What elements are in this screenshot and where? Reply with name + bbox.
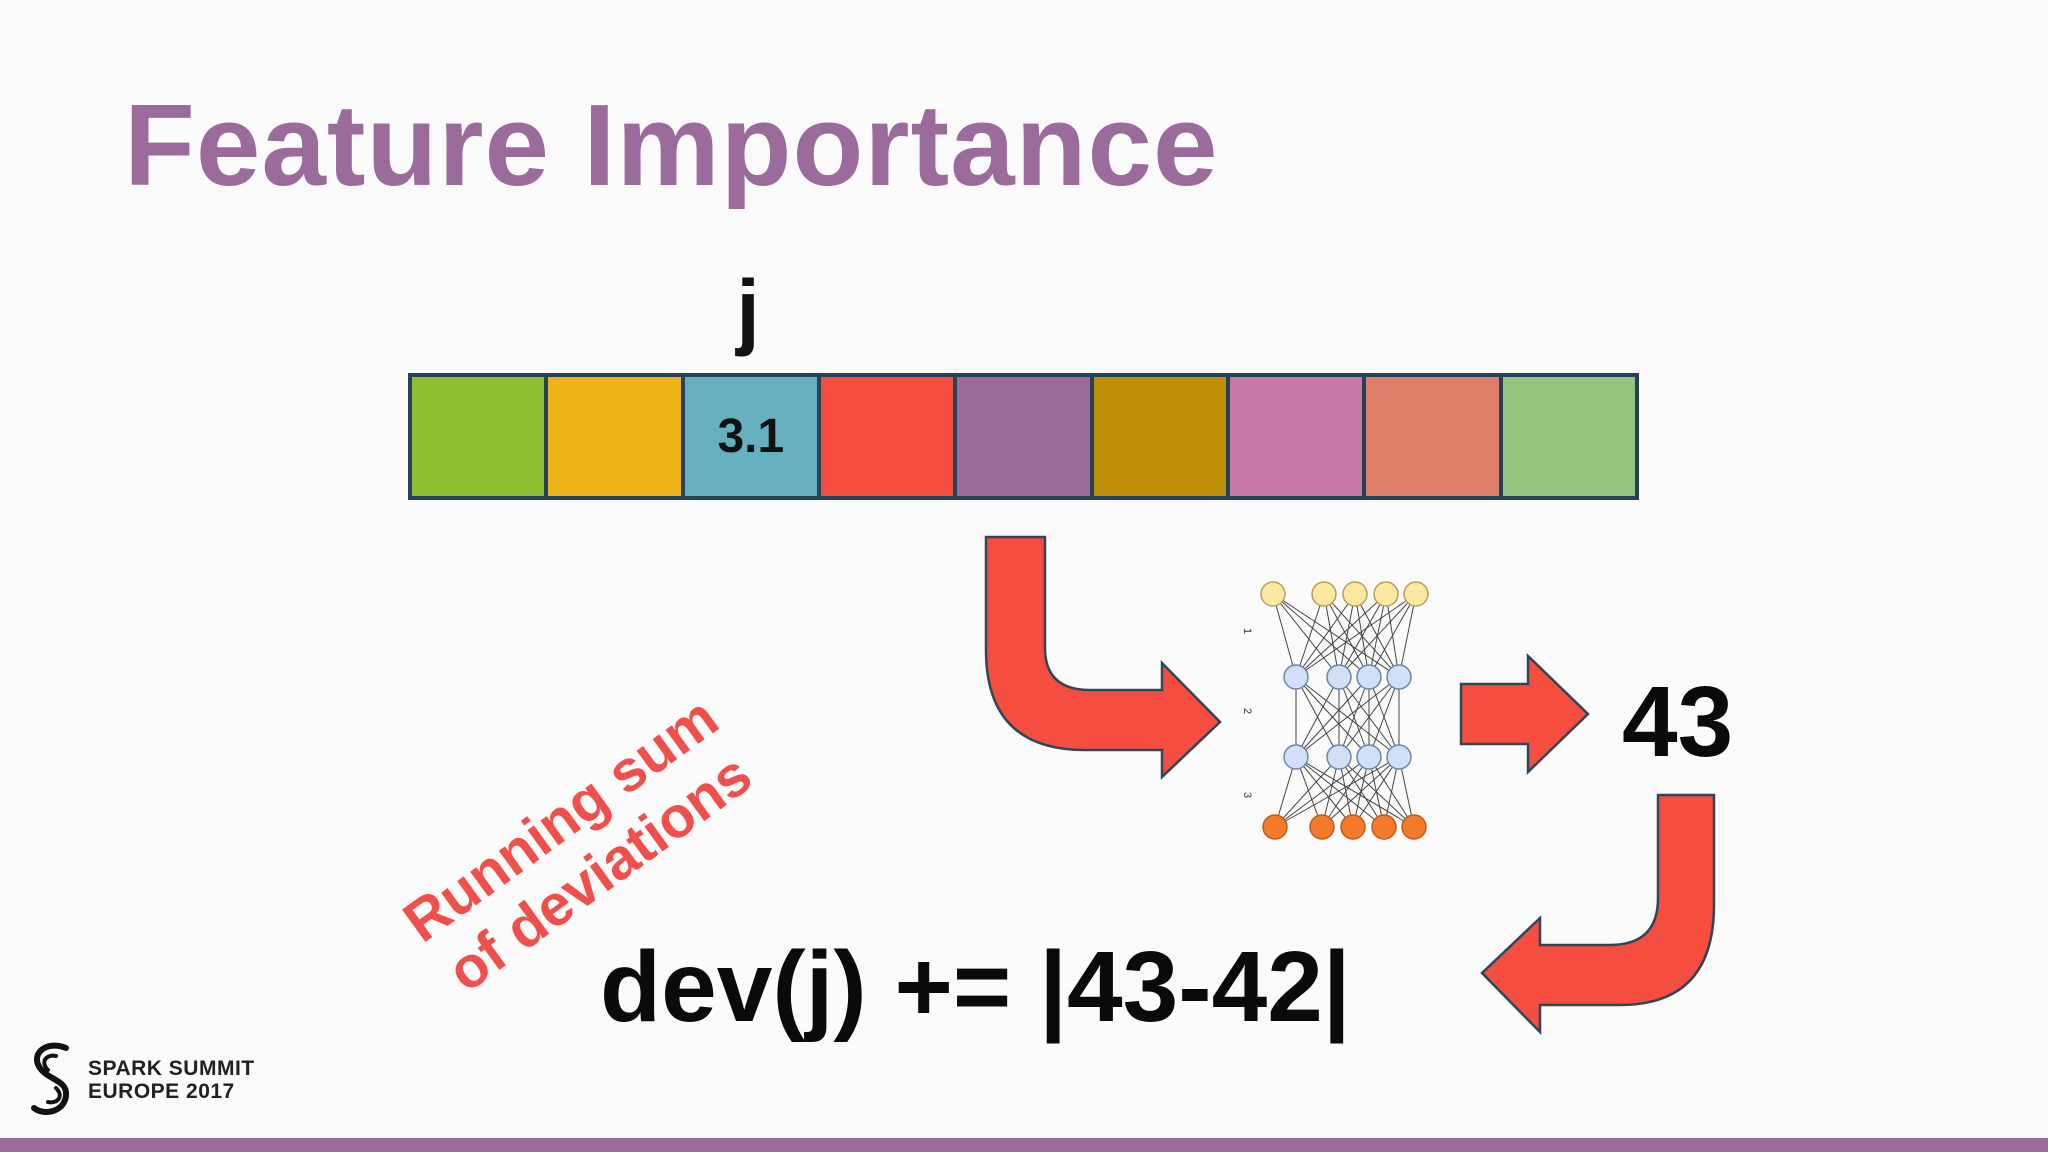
network-node	[1356, 744, 1382, 770]
feature-cell	[1366, 377, 1499, 496]
network-node	[1356, 664, 1382, 690]
network-node	[1326, 664, 1352, 690]
feature-vector: 3.1	[408, 373, 1639, 500]
feature-cell	[412, 377, 545, 496]
neural-network-diagram: 1 2 3	[1241, 581, 1429, 840]
network-node	[1371, 814, 1397, 840]
network-edge	[1323, 593, 1340, 678]
deviation-formula: dev(j) += |43-42|	[600, 931, 1351, 1043]
network-edge	[1321, 756, 1370, 828]
layer-marker: 2	[1241, 708, 1253, 714]
network-node	[1401, 814, 1427, 840]
feature-index-label: j	[736, 263, 760, 357]
network-edge	[1295, 593, 1387, 678]
prediction-value: 43	[1622, 666, 1734, 778]
layer-marker: 3	[1241, 792, 1253, 798]
network-node	[1326, 744, 1352, 770]
network-node	[1340, 814, 1366, 840]
feature-cell	[820, 377, 954, 496]
network-node	[1386, 744, 1412, 770]
feature-cell	[957, 377, 1090, 496]
network-edge	[1295, 593, 1325, 678]
network-edge	[1338, 676, 1400, 758]
network-node	[1309, 814, 1335, 840]
right-arrow-to-prediction	[1459, 653, 1590, 775]
network-node	[1283, 744, 1309, 770]
network-edge	[1295, 593, 1417, 678]
network-edge	[1295, 676, 1370, 758]
network-edge	[1272, 593, 1400, 678]
network-edge	[1274, 756, 1370, 828]
logo-line1: SPARK SUMMIT	[88, 1057, 255, 1080]
network-edge	[1338, 593, 1387, 678]
network-edge	[1368, 593, 1417, 678]
curved-arrow-to-network	[984, 535, 1222, 780]
network-edge	[1274, 756, 1400, 828]
network-edge	[1295, 676, 1340, 758]
network-edge	[1398, 593, 1417, 678]
network-edge	[1295, 756, 1385, 828]
network-edge	[1338, 593, 1356, 678]
logo-line2: EUROPE 2017	[88, 1080, 235, 1103]
network-edge	[1321, 756, 1400, 828]
footer-band	[0, 1138, 2048, 1152]
network-edge	[1295, 756, 1354, 828]
feature-cell	[1502, 377, 1635, 496]
feature-cell	[548, 377, 681, 496]
spark-summit-logo: SPARK SUMMIT EUROPE 2017	[26, 1040, 255, 1120]
network-edge	[1338, 593, 1417, 678]
network-node	[1260, 581, 1286, 607]
network-edge	[1368, 676, 1400, 758]
spark-logo-icon	[31, 1042, 70, 1115]
network-edge	[1295, 756, 1415, 828]
network-edge	[1272, 593, 1297, 678]
feature-cell-j: 3.1	[684, 377, 817, 496]
network-node	[1403, 581, 1429, 607]
curved-arrow-to-formula	[1480, 793, 1716, 1036]
network-edge	[1295, 593, 1356, 678]
network-edge	[1295, 676, 1400, 758]
feature-cell	[1229, 377, 1363, 496]
network-node	[1386, 664, 1412, 690]
network-edge	[1274, 756, 1340, 828]
network-node	[1262, 814, 1288, 840]
layer-marker: 1	[1241, 628, 1253, 634]
slide-title: Feature Importance	[124, 80, 1219, 210]
network-node	[1373, 581, 1399, 607]
network-edge	[1338, 676, 1370, 758]
network-node	[1283, 664, 1309, 690]
network-edge	[1272, 593, 1340, 678]
network-edge	[1272, 593, 1370, 678]
network-edge	[1352, 756, 1400, 828]
network-node	[1342, 581, 1368, 607]
feature-cell	[1093, 377, 1226, 496]
network-node	[1311, 581, 1337, 607]
